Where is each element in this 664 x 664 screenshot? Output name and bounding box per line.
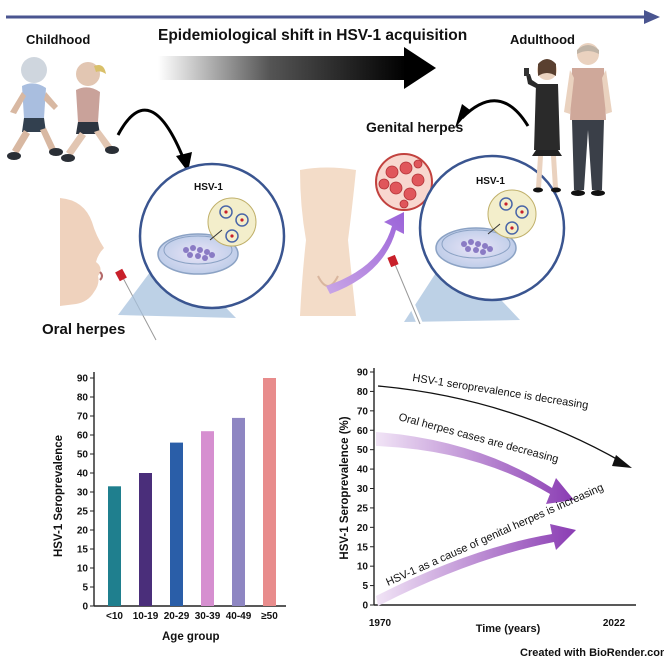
childhood-label: Childhood: [26, 32, 90, 47]
adult-woman: [524, 59, 562, 193]
y-axis-label: HSV-1 Seroprevalence (%): [339, 416, 351, 559]
face-profile: [60, 198, 104, 306]
y-tick-label: 0: [82, 602, 88, 613]
adulthood-label: Adulthood: [510, 32, 575, 47]
running-child-girl: [61, 62, 119, 162]
swab-icon-right: [387, 254, 423, 326]
timeline-arrow: [6, 10, 660, 24]
hsv1-label-left: HSV-1: [194, 182, 223, 193]
series-line: [377, 385, 623, 463]
curved-arrow-right-head: [455, 104, 470, 128]
y-tick-label: 90: [77, 374, 89, 385]
y-tick-label: 5: [82, 583, 88, 594]
trend-chart: 0 5 10 15 20 25 30 40 50 60 70 80 90 1970 2022 Time (ye…: [339, 368, 636, 635]
y-tick-label: 80: [77, 393, 89, 404]
epidemiological-shift-arrow: [158, 47, 436, 89]
bar-chart: 0 5 10 15 20 25 30 40 50 60 70 80 90 <10 10-19 20-29 30-…: [53, 372, 286, 643]
adult-man: [564, 43, 612, 196]
genital-arrow: [326, 212, 404, 294]
figure-title: Epidemiological shift in HSV-1 acquisiti…: [158, 27, 467, 44]
y-tick-label: 40: [357, 465, 369, 476]
y-tick-label: 5: [362, 581, 368, 592]
y-tick-label: 50: [357, 445, 369, 456]
y-tick-label: 70: [77, 412, 89, 423]
hsv1-zoom-circle-right: [418, 154, 566, 302]
y-tick-label: 60: [77, 431, 89, 442]
y-tick-label: 15: [77, 545, 89, 556]
y-tick-label: 0: [362, 601, 368, 612]
hsv1-zoom-circle-left: [138, 162, 286, 310]
y-tick-label: 10: [77, 564, 89, 575]
oral-herpes-label: Oral herpes: [42, 321, 125, 338]
y-tick-label: 30: [77, 488, 89, 499]
lower-torso: [300, 167, 356, 316]
x-tick-label: <10: [106, 611, 123, 622]
hsv1-label-right: HSV-1: [476, 176, 505, 187]
x-tick-label: 40-49: [226, 611, 252, 622]
y-tick-label: 20: [77, 526, 89, 537]
y-tick-label: 90: [357, 368, 369, 379]
x-tick-label: 30-39: [195, 611, 221, 622]
x-tick-label: 1970: [369, 618, 392, 629]
y-tick-label: 10: [357, 562, 369, 573]
y-tick-label: 40: [77, 469, 89, 480]
series-arrowhead: [612, 455, 632, 468]
genital-lesion-circle: [375, 153, 433, 211]
series-label: HSV-1 as a cause of genital herpes is in…: [384, 482, 605, 589]
x-tick-label: 20-29: [164, 611, 190, 622]
y-tick-label: 20: [357, 523, 369, 534]
x-tick-label: ≥50: [261, 611, 278, 622]
bar: [263, 378, 276, 606]
y-tick-label: 70: [357, 406, 369, 417]
y-tick-label: 80: [357, 387, 369, 398]
series-label: HSV-1 seroprevalence is decreasing: [412, 372, 590, 412]
y-tick-label: 30: [357, 484, 369, 495]
x-axis-label: Age group: [162, 631, 220, 643]
running-child-boy: [7, 57, 63, 160]
y-tick-label: 15: [357, 542, 369, 553]
bar: [232, 417, 245, 606]
x-axis-label: Time (years): [476, 623, 541, 635]
y-tick-label: 25: [357, 503, 369, 514]
bar: [108, 486, 121, 606]
y-tick-label: 25: [77, 507, 89, 518]
series-band: [376, 432, 574, 504]
biorender-credit: Created with BioRender.com: [520, 647, 664, 659]
series-band: [376, 524, 576, 606]
genital-herpes-label: Genital herpes: [366, 119, 463, 135]
x-tick-label: 2022: [603, 618, 626, 629]
bar: [201, 431, 214, 606]
y-axis-label: HSV-1 Seroprevalence: [53, 435, 65, 557]
curved-arrow-right: [460, 99, 530, 127]
curved-arrow-left: [116, 108, 186, 161]
y-tick-label: 50: [77, 450, 89, 461]
y-tick-label: 60: [357, 426, 369, 437]
bar: [139, 473, 152, 606]
x-tick-label: 10-19: [133, 611, 159, 622]
bar: [170, 442, 183, 606]
